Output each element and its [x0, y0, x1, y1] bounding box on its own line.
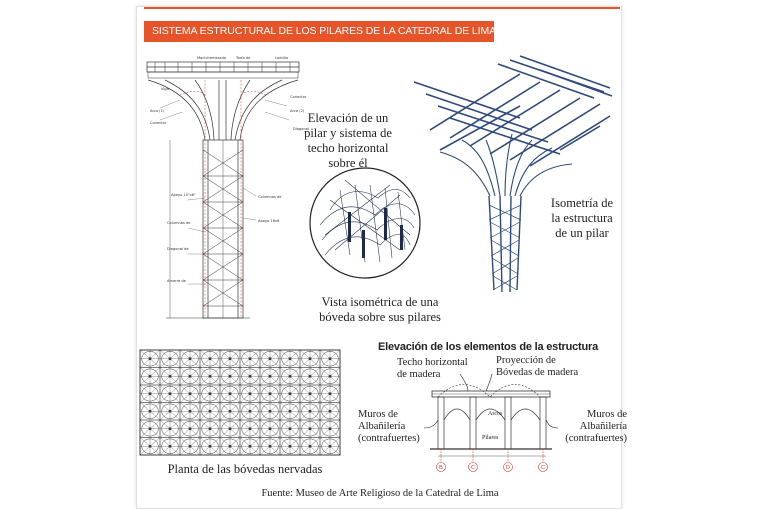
axis-label: D	[506, 465, 510, 471]
vault-boss	[268, 427, 272, 431]
vault-boss	[208, 392, 212, 396]
wall-left-label: Muros de Albañilería (contrafuertes)	[358, 409, 420, 444]
vault-boss	[148, 392, 152, 396]
vault-boss	[168, 427, 172, 431]
vault-boss	[188, 427, 192, 431]
caption-isometric-vault: Vista isométrica de una bóveda sobre sus…	[319, 295, 441, 324]
caption-isometric-pillar: Isometría de la estructura de un pilar	[550, 196, 614, 240]
vault-boss	[308, 374, 312, 378]
pillar-isometric-drawing	[413, 55, 613, 293]
page-title: SISTEMA ESTRUCTURAL DE LOS PILARES DE LA…	[144, 21, 496, 42]
vault-boss	[268, 357, 272, 361]
roof-label: Techo horizontal de madera	[397, 357, 468, 380]
svg-text:Viga: Viga	[161, 87, 169, 91]
vault-boss	[188, 444, 192, 448]
vault-isometric-drawing	[309, 167, 421, 279]
vault-boss	[248, 392, 252, 396]
vault-boss	[248, 427, 252, 431]
vault-boss	[228, 392, 232, 396]
caption-vault-plan: Planta de las bóvedas nervadas	[167, 462, 323, 476]
pillar-elevation-drawing	[146, 61, 300, 319]
caption-elevation: Elevación de un pilar y sistema de techo…	[304, 111, 392, 170]
svg-text:Machihembrado: Machihembrado	[197, 56, 226, 60]
svg-text:Arco (1): Arco (1)	[150, 109, 165, 113]
axis-label: C	[471, 465, 475, 471]
vault-boss	[248, 444, 252, 448]
axis-label: C	[541, 465, 545, 471]
vault-projection-label: Proyección de Bóvedas de madera	[496, 355, 579, 378]
svg-text:Arco (2): Arco (2)	[290, 109, 305, 113]
wall-right-label: Muros de Albañilería (contrafuertes)	[565, 409, 627, 444]
vault-boss	[148, 409, 152, 413]
svg-text:Conector: Conector	[290, 95, 307, 99]
vault-boss	[148, 374, 152, 378]
vault-boss	[208, 444, 212, 448]
vault-boss	[328, 427, 332, 431]
vault-boss	[208, 357, 212, 361]
vault-boss	[308, 427, 312, 431]
vault-boss	[188, 357, 192, 361]
vault-boss	[248, 357, 252, 361]
vault-boss	[328, 444, 332, 448]
structure-elevation-drawing	[423, 373, 559, 472]
vault-boss	[228, 374, 232, 378]
vault-boss	[248, 409, 252, 413]
vault-boss	[288, 427, 292, 431]
vault-boss	[148, 357, 152, 361]
vault-boss	[328, 409, 332, 413]
vault-boss	[168, 444, 172, 448]
svg-text:Tarfa de: Tarfa de	[235, 56, 251, 60]
pillars-label: Pilares	[482, 435, 499, 441]
svg-text:Apoyo 16x6: Apoyo 16x6	[258, 219, 280, 223]
vault-boss	[288, 444, 292, 448]
vault-boss	[168, 374, 172, 378]
vault-boss	[268, 374, 272, 378]
vault-boss	[268, 392, 272, 396]
vault-boss	[288, 357, 292, 361]
vault-boss	[148, 444, 152, 448]
vault-boss	[268, 444, 272, 448]
vault-plan-drawing	[139, 349, 341, 456]
svg-text:Diagonal: Diagonal	[293, 127, 309, 131]
vault-boss	[228, 427, 232, 431]
vault-boss	[148, 427, 152, 431]
vault-boss	[228, 357, 232, 361]
svg-text:Columnas de: Columnas de	[258, 195, 282, 199]
vault-boss	[188, 374, 192, 378]
vault-boss	[308, 409, 312, 413]
vault-boss	[308, 392, 312, 396]
source-credit: Fuente: Museo de Arte Religioso de la Ca…	[261, 488, 499, 499]
vault-boss	[208, 374, 212, 378]
vault-boss	[328, 374, 332, 378]
vault-boss	[168, 409, 172, 413]
vault-boss	[208, 427, 212, 431]
vault-boss	[208, 409, 212, 413]
vault-boss	[328, 357, 332, 361]
svg-text:Conector: Conector	[150, 121, 167, 125]
top-rule	[144, 7, 620, 9]
arches-label: Arcos	[488, 411, 503, 417]
vault-boss	[308, 357, 312, 361]
vault-boss	[168, 392, 172, 396]
vault-boss	[328, 392, 332, 396]
svg-text:Amarre de: Amarre de	[167, 279, 187, 283]
vault-boss	[168, 357, 172, 361]
svg-text:Apoyo 10"x6": Apoyo 10"x6"	[171, 193, 196, 197]
vault-boss	[188, 409, 192, 413]
svg-text:Diagonal de: Diagonal de	[167, 247, 189, 251]
vault-boss	[228, 409, 232, 413]
vault-boss	[288, 392, 292, 396]
vault-boss	[248, 374, 252, 378]
structure-elevation-heading: Elevación de los elementos de la estruct…	[378, 341, 599, 353]
svg-text:Columnas de: Columnas de	[167, 221, 191, 225]
vault-boss	[188, 392, 192, 396]
vault-boss	[308, 444, 312, 448]
vault-boss	[228, 444, 232, 448]
vault-boss	[288, 374, 292, 378]
axis-label: B	[439, 465, 443, 471]
vault-boss	[288, 409, 292, 413]
vault-boss	[268, 409, 272, 413]
svg-text:Ladrillo: Ladrillo	[275, 56, 288, 60]
